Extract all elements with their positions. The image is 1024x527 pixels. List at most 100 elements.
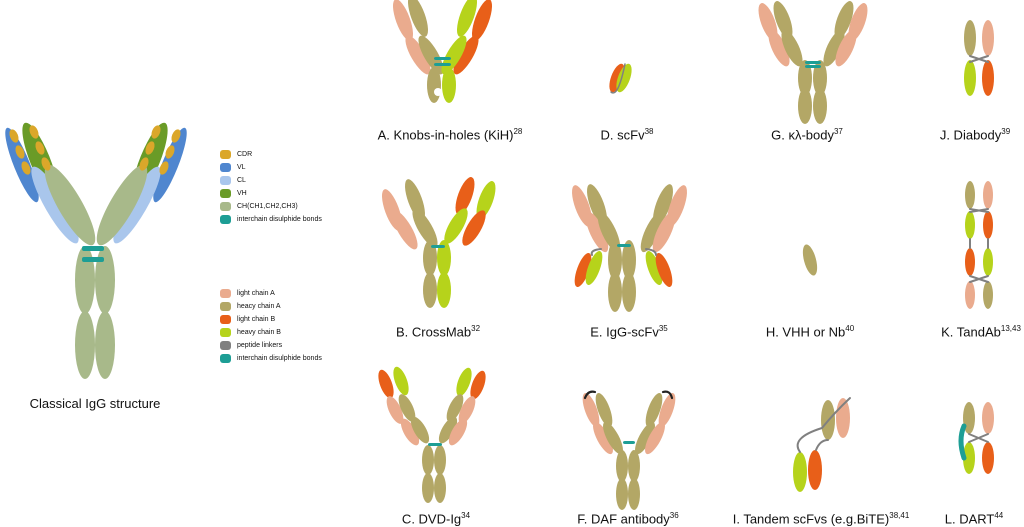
domain: [652, 211, 676, 253]
caption-a: A. Knobs-in-holes (KiH)28: [378, 127, 523, 142]
domain: [963, 442, 975, 474]
domain: [453, 35, 479, 75]
domain: [964, 60, 976, 96]
domain: [628, 450, 640, 482]
caption-l: L. DART44: [945, 511, 1004, 526]
legend-label: VL: [237, 164, 246, 171]
ch1-domain: [44, 164, 96, 246]
caption-ref: 37: [833, 127, 843, 136]
caption-ref: 38: [644, 127, 654, 136]
domain: [442, 67, 456, 103]
disulfide-bond: [805, 61, 821, 64]
domain: [434, 473, 446, 503]
legend-swatch: [220, 341, 231, 350]
caption-b: B. CrossMab32: [396, 324, 480, 339]
domain: [472, 0, 492, 41]
domain: [410, 416, 430, 444]
disulfide-bond: [617, 244, 631, 247]
domain: [965, 211, 975, 239]
domain: [476, 181, 496, 219]
caption-text: B. CrossMab: [395, 324, 472, 340]
domain: [982, 442, 994, 474]
legend-label: interchain disulphide bonds: [237, 216, 322, 223]
legend-item-disulfide: interchain disulphide bonds: [220, 215, 322, 224]
domain: [622, 272, 636, 312]
disulfide-bond: [82, 257, 104, 262]
vl-domain: [153, 127, 187, 203]
domain: [616, 478, 628, 510]
domain: [655, 252, 673, 288]
domain: [983, 211, 993, 239]
domain: [470, 370, 486, 400]
vhh-domain: [802, 244, 818, 276]
domain: [437, 272, 451, 308]
disulfide-bond: [428, 443, 442, 446]
domain: [640, 211, 664, 253]
main-title: Classical IgG structure: [29, 396, 161, 411]
caption-text: I. Tandem scFvs (e.g.BiTE): [732, 511, 890, 527]
caption-ref: 39: [1001, 127, 1011, 136]
caption-ref: 32: [471, 324, 481, 333]
ch2-domain: [95, 246, 115, 314]
domain: [593, 421, 613, 455]
caption-c: C. DVD-Ig34: [402, 511, 470, 526]
cdr-loop: [29, 125, 39, 139]
domain: [393, 366, 409, 396]
caption-h: H. VHH or Nb40: [766, 324, 854, 339]
domain: [408, 0, 428, 37]
domain: [793, 452, 807, 492]
disulfide-bond: [431, 245, 445, 248]
domain: [400, 418, 420, 446]
domain: [608, 272, 622, 312]
caption-text: D. scFv: [600, 127, 645, 143]
domain: [982, 402, 994, 434]
cdr-loop: [159, 161, 169, 175]
cdr-loop: [41, 157, 51, 171]
domain: [386, 396, 404, 424]
cdr-loop: [165, 145, 175, 159]
domain: [434, 445, 446, 475]
domain: [585, 211, 609, 253]
domain: [965, 281, 975, 309]
domain: [835, 29, 857, 67]
ch3-domain: [75, 311, 95, 379]
legend-label: CL: [237, 177, 246, 184]
domain: [446, 394, 464, 422]
disulfide-bond: [623, 441, 635, 444]
legend-item-disulfide-2: interchain disulphide bonds: [220, 354, 322, 363]
domain: [834, 1, 854, 39]
domain: [574, 252, 592, 288]
legend-swatch: [220, 215, 231, 224]
cdr-loop: [139, 157, 149, 171]
domain: [645, 392, 663, 428]
caption-ref: 36: [669, 511, 679, 520]
cdr-loop: [35, 141, 45, 155]
domain: [616, 450, 628, 482]
legend-swatch: [220, 176, 231, 185]
domain: [983, 181, 993, 209]
disulfide-bond: [434, 57, 451, 60]
domain: [965, 248, 975, 276]
domain: [622, 240, 636, 280]
domain: [405, 35, 431, 75]
cl-domain: [31, 166, 79, 244]
caption-text: G. κλ-body: [771, 127, 834, 143]
legend-swatch: [220, 163, 231, 172]
domain: [595, 392, 613, 428]
caption-ref: 13,43: [1000, 324, 1021, 333]
caption-ref: 44: [994, 511, 1004, 520]
legend-item-cdr: CDR: [220, 150, 252, 159]
domain: [422, 445, 434, 475]
caption-text: C. DVD-Ig: [401, 511, 462, 527]
legend-label: light chain B: [237, 316, 276, 323]
domain: [437, 240, 451, 276]
domain: [412, 208, 438, 248]
domain: [635, 421, 655, 455]
domain: [444, 208, 468, 244]
domain: [658, 392, 676, 428]
legend-label: heavy chain B: [237, 329, 281, 336]
cdr-loop: [9, 129, 19, 143]
legend-item-heavy-chain-b: heavy chain B: [220, 328, 281, 337]
domain: [645, 421, 665, 455]
caption-k: K. TandAb13,43: [941, 324, 1021, 339]
